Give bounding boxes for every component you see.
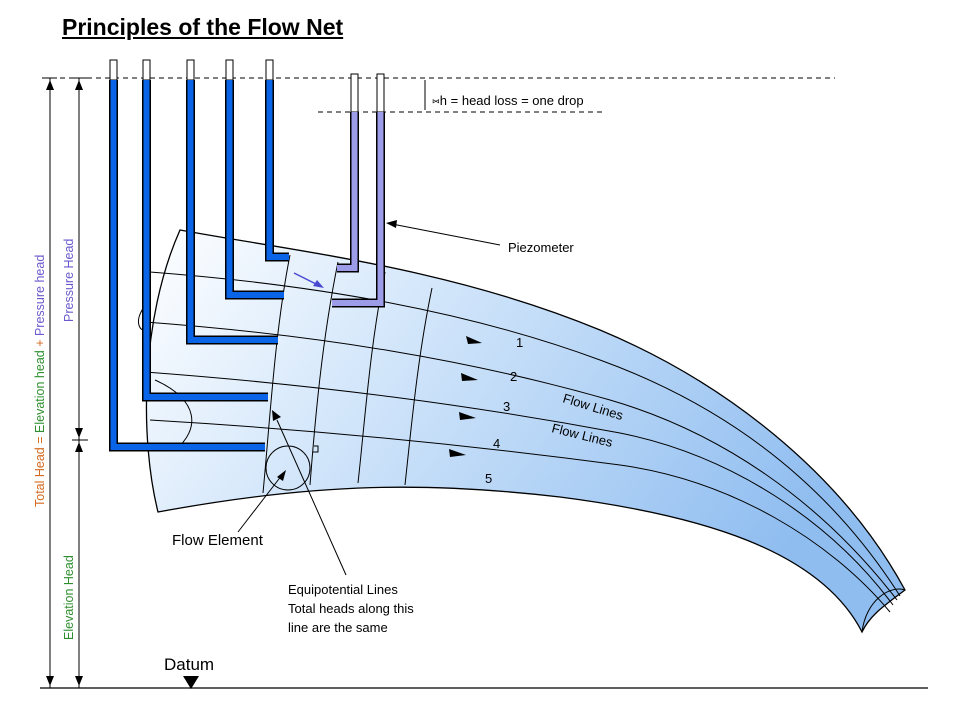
total-head-label-part3: +	[33, 336, 47, 350]
flow-arrow-4-icon	[449, 449, 466, 457]
flow-arrow-1-icon	[466, 336, 482, 344]
flow-line-number-3: 3	[503, 399, 510, 414]
head-dimensions	[43, 77, 88, 688]
total-head-label-part2: Elevation head	[33, 350, 47, 433]
flow-element-circle	[265, 445, 311, 491]
equipotential-leader	[276, 419, 347, 576]
elevation-head-label: Elevation Head	[62, 555, 76, 640]
equipotential-line-4	[404, 287, 433, 486]
piezometer-leader	[391, 223, 501, 246]
flow-element-label: Flow Element	[172, 532, 264, 549]
equipotential-line-1	[262, 254, 291, 494]
flow-direction-arrowhead-icon	[313, 280, 324, 288]
flow-element-leader-arrowhead-icon	[277, 470, 286, 481]
piezometer-label: Piezometer	[508, 240, 574, 255]
flow-line-4	[149, 419, 891, 613]
datum-label: Datum	[164, 655, 214, 674]
head-loss-label: ⑅h = head loss = one drop	[432, 93, 584, 108]
equipotential-line-2	[309, 261, 339, 486]
equipotential-leader-arrowhead-icon	[272, 410, 281, 421]
total-head-label: Total Head = Elevation head + Pressure h…	[33, 255, 47, 507]
flow-line-number-5: 5	[485, 471, 492, 486]
equipotential-label-line-3: line are the same	[288, 620, 388, 635]
total-head-label-part1: Total Head =	[33, 433, 47, 507]
flow-line-1	[149, 271, 901, 597]
flow-end-cap	[861, 588, 906, 633]
flow-region	[145, 229, 906, 634]
datum-triangle-icon	[183, 676, 199, 689]
flow-line-number-2: 2	[510, 369, 517, 384]
flow-arrow-3-icon	[459, 412, 476, 420]
flow-line-number-1: 1	[516, 335, 523, 350]
flow-direction-arrow	[293, 272, 319, 286]
equipotential-label-line-2: Total heads along this	[288, 601, 414, 616]
dimension-arrowheads	[46, 80, 83, 686]
pressure-head-label: Pressure Head	[62, 239, 76, 322]
page-title: Principles of the Flow Net	[62, 14, 344, 40]
equipotential-label-line-1: Equipotential Lines	[288, 582, 398, 597]
flow-arrow-2-icon	[461, 373, 478, 381]
flow-arrowheads	[449, 336, 482, 457]
standpipes	[109, 59, 289, 452]
flow-element-leader	[237, 474, 283, 533]
flow-line-2	[144, 321, 898, 601]
piezometer-leader-arrowhead-icon	[386, 220, 397, 228]
piezometer	[332, 73, 385, 308]
flow-line-3	[144, 371, 894, 606]
flow-line-number-4: 4	[493, 436, 500, 451]
total-head-label-part4: Pressure head	[33, 255, 47, 336]
flow-lines	[144, 271, 901, 613]
flow-element-tick	[313, 445, 319, 453]
